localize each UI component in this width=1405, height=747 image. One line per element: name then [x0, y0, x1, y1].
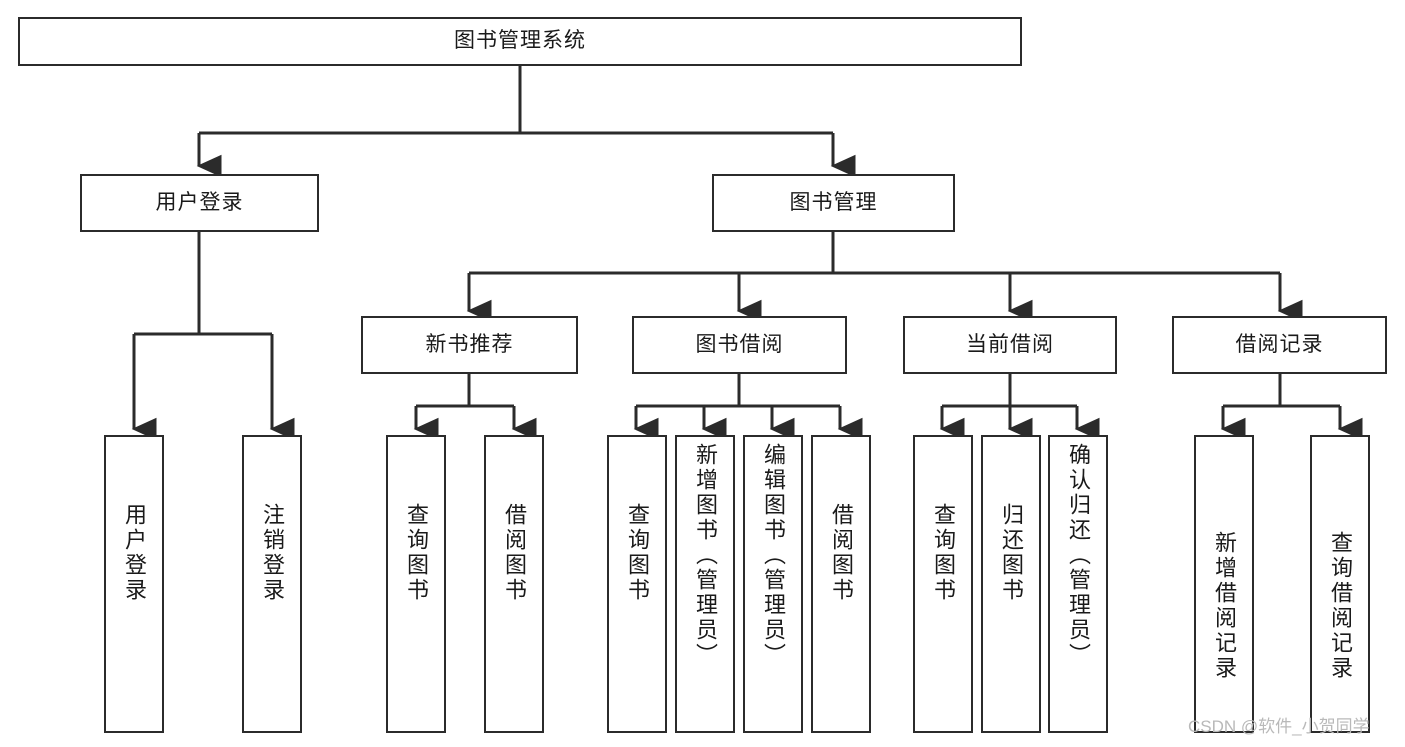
node-root-label: 图书管理系统 [454, 29, 586, 53]
leaf-book-borrow-lend-label: 借阅图书 [829, 503, 854, 603]
leaf-book-borrow-lend[interactable]: 借阅图书 [811, 435, 871, 733]
leaf-book-borrow-query[interactable]: 查询图书 [607, 435, 667, 733]
leaf-current-borrow-query-label: 查询图书 [931, 503, 956, 603]
node-user-login[interactable]: 用户登录 [80, 174, 319, 232]
leaf-borrow-record-query-label: 查询借阅记录 [1328, 531, 1353, 681]
node-borrow-record-label: 借阅记录 [1235, 332, 1324, 356]
leaf-user-login-signin-label: 用户登录 [122, 503, 147, 603]
leaf-user-login-signout-label: 注销登录 [260, 503, 285, 603]
leaf-current-borrow-query[interactable]: 查询图书 [913, 435, 973, 733]
leaf-new-book-query-label: 查询图书 [404, 503, 429, 603]
leaf-borrow-record-add-label: 新增借阅记录 [1212, 531, 1237, 681]
leaf-borrow-record-query[interactable]: 查询借阅记录 [1310, 435, 1370, 733]
leaf-user-login-signin[interactable]: 用户登录 [104, 435, 164, 733]
leaf-new-book-borrow[interactable]: 借阅图书 [484, 435, 544, 733]
node-borrow-record[interactable]: 借阅记录 [1172, 316, 1387, 374]
leaf-new-book-query[interactable]: 查询图书 [386, 435, 446, 733]
leaf-book-borrow-edit[interactable]: 编辑图书（管理员） [743, 435, 803, 733]
node-book-borrow-label: 图书借阅 [695, 332, 784, 356]
node-book-borrow[interactable]: 图书借阅 [632, 316, 847, 374]
node-current-borrow[interactable]: 当前借阅 [903, 316, 1117, 374]
node-new-book-recommend-label: 新书推荐 [425, 332, 514, 356]
node-new-book-recommend[interactable]: 新书推荐 [361, 316, 578, 374]
leaf-current-borrow-return-label: 归还图书 [999, 503, 1024, 603]
leaf-current-borrow-confirm-label: 确认归还（管理员） [1066, 443, 1091, 668]
node-book-management[interactable]: 图书管理 [712, 174, 955, 232]
leaf-book-borrow-query-label: 查询图书 [625, 503, 650, 603]
leaf-book-borrow-add[interactable]: 新增图书（管理员） [675, 435, 735, 733]
leaf-new-book-borrow-label: 借阅图书 [502, 503, 527, 603]
csdn-watermark: CSDN @软件_小贺同学 [1188, 717, 1370, 736]
leaf-borrow-record-add[interactable]: 新增借阅记录 [1194, 435, 1254, 733]
leaf-book-borrow-add-label: 新增图书（管理员） [693, 443, 718, 668]
leaf-book-borrow-edit-label: 编辑图书（管理员） [761, 443, 786, 668]
node-root[interactable]: 图书管理系统 [18, 17, 1022, 66]
node-current-borrow-label: 当前借阅 [966, 332, 1054, 356]
leaf-user-login-signout[interactable]: 注销登录 [242, 435, 302, 733]
node-user-login-label: 用户登录 [155, 190, 244, 214]
node-book-management-label: 图书管理 [789, 190, 878, 214]
leaf-current-borrow-confirm[interactable]: 确认归还（管理员） [1048, 435, 1108, 733]
leaf-current-borrow-return[interactable]: 归还图书 [981, 435, 1041, 733]
